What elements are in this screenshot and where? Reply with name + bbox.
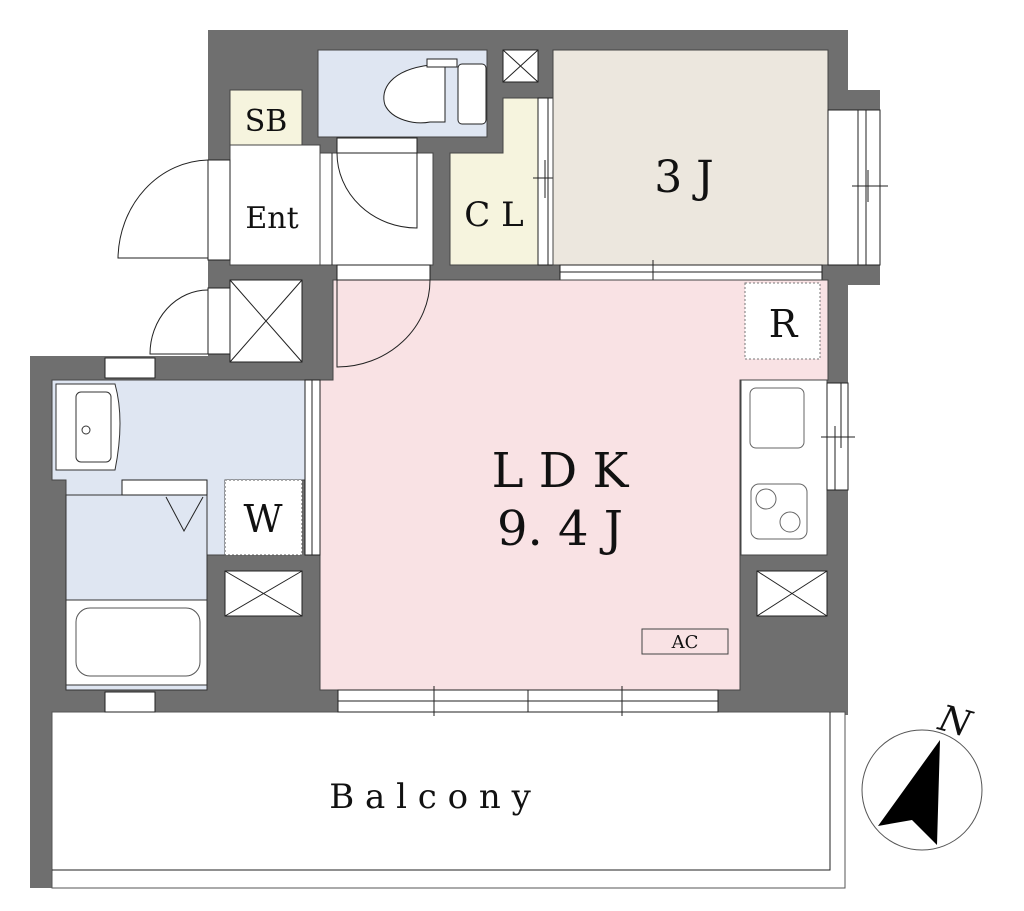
bathtub-icon bbox=[65, 599, 208, 686]
pipe-shaft-top bbox=[502, 49, 539, 83]
bathroom-window[interactable] bbox=[104, 691, 156, 713]
shoe-box-label: SB bbox=[245, 104, 288, 139]
entrance-label: Ent bbox=[245, 201, 298, 236]
toilet-door-frame bbox=[336, 137, 418, 154]
shoe-box bbox=[229, 89, 303, 146]
ldk-label: L D K bbox=[492, 443, 630, 499]
bedroom-label: 3 J bbox=[654, 152, 714, 203]
kitchen-counter bbox=[740, 379, 828, 556]
pipe-shaft-left bbox=[229, 279, 303, 363]
north-arrow-icon bbox=[878, 740, 940, 845]
pipe-shaft-right bbox=[756, 570, 828, 617]
pipe-shaft-lower-left bbox=[224, 570, 303, 617]
stove-icon bbox=[750, 483, 808, 540]
front-door-frame bbox=[207, 159, 231, 261]
washbasin-icon bbox=[55, 383, 121, 471]
ldk-balcony-window[interactable] bbox=[337, 686, 719, 716]
washroom-door[interactable] bbox=[304, 379, 321, 556]
north-compass: N bbox=[861, 698, 983, 851]
side-door-frame bbox=[207, 287, 231, 355]
ldk-size-label: 9. 4 J bbox=[497, 501, 623, 557]
washer-space bbox=[224, 479, 303, 556]
washer-label: W bbox=[243, 497, 282, 541]
ldk-door[interactable] bbox=[336, 279, 431, 368]
bathroom-door[interactable] bbox=[121, 479, 208, 496]
balcony-rail bbox=[52, 712, 831, 871]
refrigerator-space bbox=[744, 282, 821, 360]
balcony-label: B a l c o n y bbox=[329, 777, 531, 817]
washroom-window[interactable] bbox=[104, 357, 156, 379]
refrigerator-label: R bbox=[769, 302, 799, 346]
sink-icon bbox=[749, 387, 805, 449]
closet-label: C L bbox=[464, 195, 523, 235]
kitchen-window[interactable] bbox=[821, 382, 855, 491]
side-door[interactable] bbox=[149, 289, 209, 355]
ldk bbox=[319, 279, 829, 691]
toilet-icon bbox=[383, 58, 487, 125]
ldk-door-frame bbox=[336, 264, 431, 281]
compass-north-label: N bbox=[933, 698, 976, 746]
bedroom-window[interactable] bbox=[827, 109, 888, 266]
corridor bbox=[319, 152, 434, 266]
toilet-door[interactable] bbox=[336, 152, 418, 229]
front-door[interactable] bbox=[117, 159, 209, 259]
ac-label: AC bbox=[671, 632, 699, 653]
balcony bbox=[51, 711, 846, 889]
ac-box bbox=[641, 628, 729, 655]
